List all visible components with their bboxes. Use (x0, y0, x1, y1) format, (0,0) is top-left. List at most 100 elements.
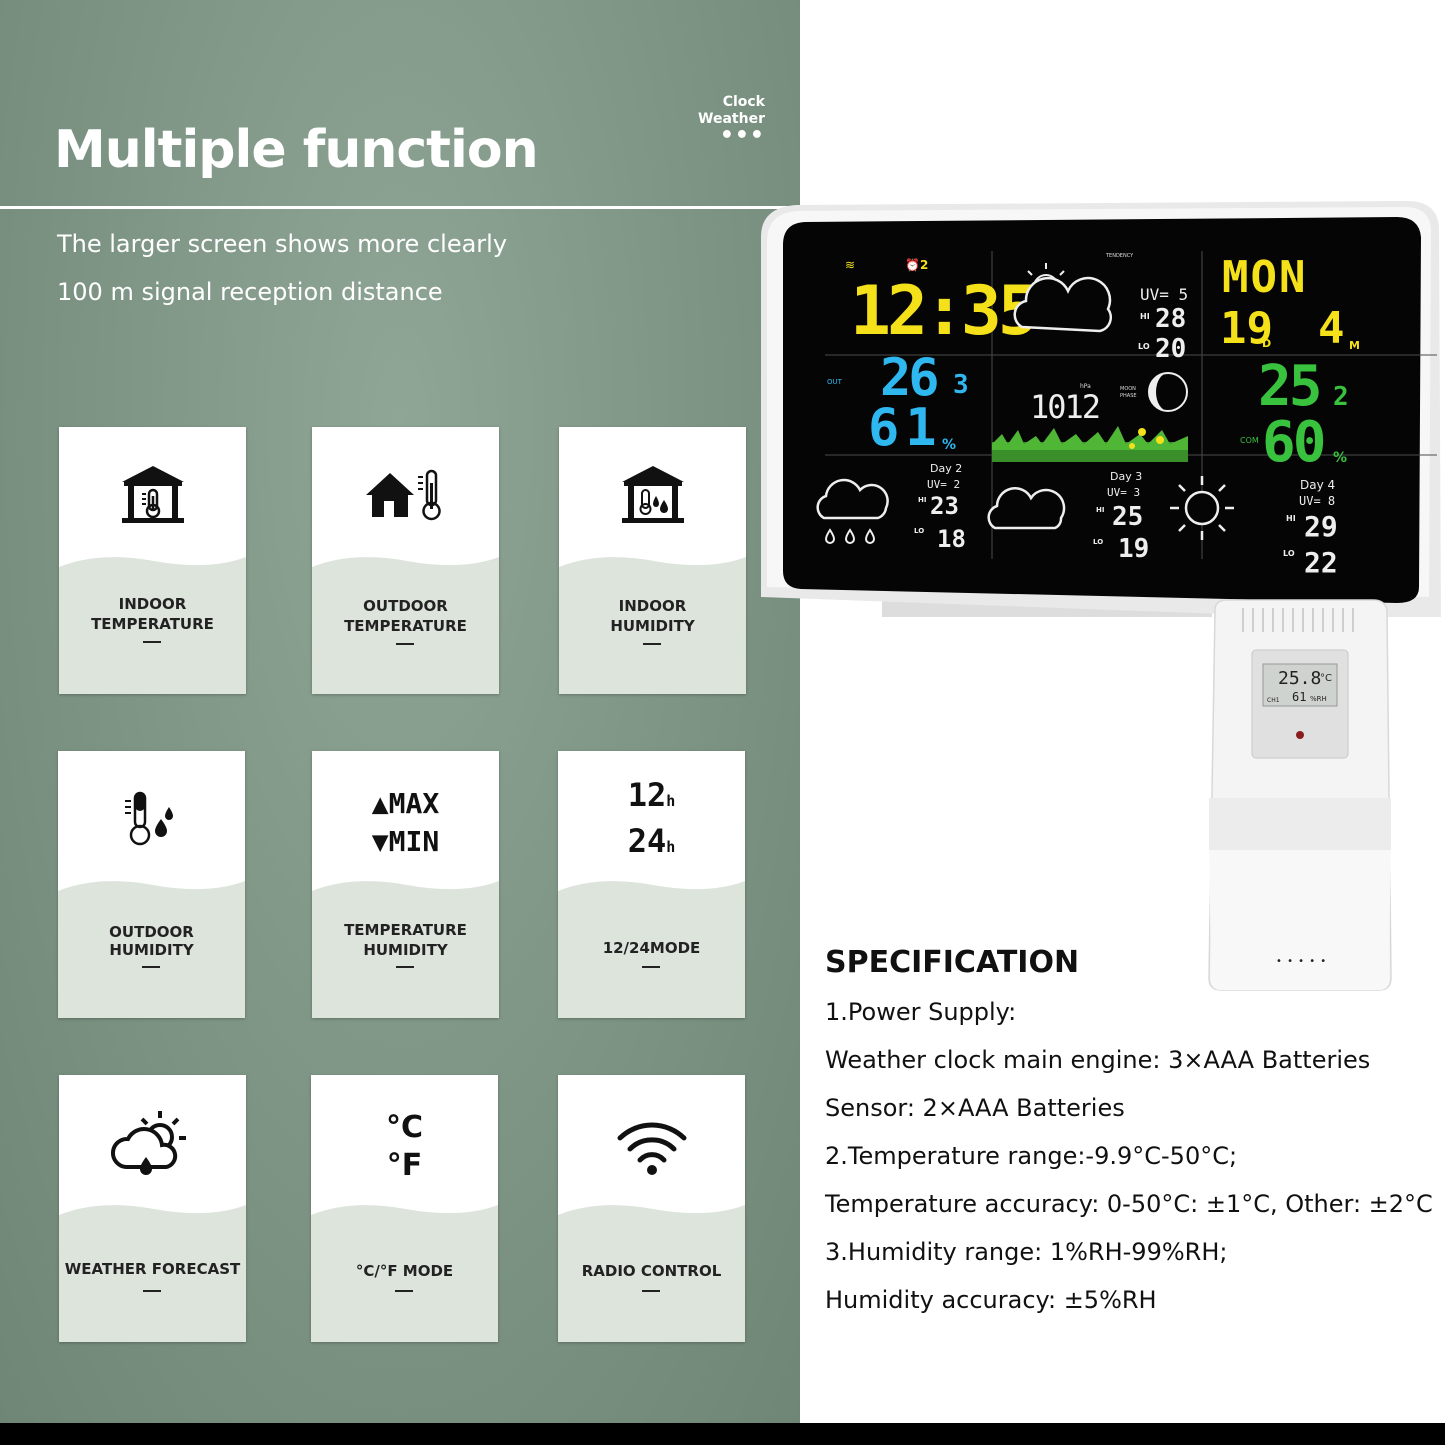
card-label: °C/°F MODE (355, 1262, 454, 1280)
outdoor-humidity: 61 (868, 398, 943, 458)
lo-label: LO (1138, 342, 1150, 351)
day2-hi: 23 (930, 492, 959, 520)
card-label: HUMIDITY (610, 617, 695, 635)
bottom-bar (0, 1423, 1445, 1445)
pressure-value: 1012 (1030, 388, 1101, 426)
day2-lo: 18 (937, 525, 966, 553)
indoor-temperature-decimal: 2 (1333, 382, 1349, 412)
rain-cloud-icon (816, 478, 889, 544)
feature-screen: The larger screen shows more clearly (57, 230, 508, 258)
sensor-temp-unit: °C (1320, 673, 1332, 684)
sensor-temperature: 25.8 (1278, 668, 1322, 689)
tag-clock: Clock (722, 94, 765, 110)
indoor-temperature: 25 (1258, 354, 1322, 419)
outdoor-temperature-decimal: 3 (953, 370, 969, 400)
date-m: M (1349, 339, 1360, 352)
date-d: D (1262, 337, 1272, 350)
card-dash (143, 1290, 161, 1292)
card-indoor-temperature: INDOOR TEMPERATURE (59, 427, 246, 694)
title-divider (0, 206, 800, 209)
card-label: WEATHER FORECAST (64, 1260, 241, 1278)
page-title: Multiple function (54, 120, 539, 180)
card-dash (396, 966, 414, 968)
card-dash (643, 643, 661, 645)
sensor-channel: CH1 (1267, 697, 1280, 704)
day2-hi-label: HI (918, 496, 927, 504)
cloudy-sun-icon (1013, 263, 1113, 333)
day3-hi-label: HI (1096, 506, 1105, 514)
date-month: 4 (1318, 303, 1345, 354)
indoor-humidity: 60 (1262, 410, 1326, 475)
card-label: 12/24MODE (602, 939, 701, 957)
wifi-signal-icon (558, 1105, 745, 1185)
day3-name: Day 3 (1110, 470, 1143, 483)
day4-hi-label: HI (1286, 514, 1296, 523)
clock-time: 12:35 (850, 272, 1039, 351)
hi-label: HI (1140, 312, 1150, 321)
card-label: INDOOR (618, 597, 687, 615)
card-weather-forecast: WEATHER FORECAST (59, 1075, 246, 1342)
hour-mode-icon: 12h 24h (627, 776, 676, 860)
day2-lo-label: LO (914, 527, 925, 535)
outdoor-sensor (1208, 599, 1392, 991)
date-day: 19 (1220, 303, 1273, 354)
min-label: ▼MIN (371, 825, 440, 858)
sun-icon (1170, 476, 1234, 540)
card-label: RADIO CONTROL (581, 1262, 722, 1280)
celsius-fahrenheit-icon: °C °F (385, 1110, 424, 1183)
day4-hi: 29 (1304, 510, 1338, 543)
feature-signal: 100 m signal reception distance (57, 278, 443, 306)
spec-line: Humidity accuracy: ±5%RH (825, 1286, 1157, 1314)
spec-line: 3.Humidity range: 1%RH-99%RH; (825, 1238, 1228, 1266)
card-outdoor-temperature: OUTDOOR TEMPERATURE (312, 427, 499, 694)
card-indoor-humidity: INDOOR HUMIDITY (559, 427, 746, 694)
day2-name: Day 2 (930, 462, 963, 475)
outdoor-temperature: 26 (880, 348, 940, 408)
card-dash (395, 1290, 413, 1292)
outdoor-humidity-icon (58, 781, 245, 861)
card-dash (142, 966, 160, 968)
card-label: INDOOR (118, 595, 187, 613)
card-dash (642, 966, 660, 968)
day4-lo: 22 (1304, 546, 1338, 579)
card-12-24-mode: 12h 24h 12/24MODE (558, 751, 745, 1018)
lo-today: 20 (1155, 334, 1187, 364)
spec-line: 1.Power Supply: (825, 998, 1017, 1026)
card-max-min: ▲MAX ▼MIN TEMPERATURE HUMIDITY (312, 751, 499, 1018)
hi-today: 28 (1155, 304, 1187, 334)
indoor-humidity-unit: % (1333, 450, 1348, 466)
card-label: HUMIDITY (109, 941, 194, 959)
moon-phase-icon (1148, 372, 1188, 412)
grass-illustration (992, 426, 1188, 462)
card-label: HUMIDITY (363, 941, 448, 959)
card-label: TEMPERATURE (91, 615, 214, 633)
card-label: OUTDOOR (363, 597, 448, 615)
card-label: TEMPERATURE (344, 617, 467, 635)
weekday: MON (1222, 252, 1308, 303)
card-dash (143, 641, 161, 643)
card-label: OUTDOOR (109, 923, 194, 941)
card-radio-control: RADIO CONTROL (558, 1075, 745, 1342)
category-tag: Clock Weather ••• (698, 94, 765, 148)
day2-uv: UV= 2 (927, 478, 961, 491)
spec-line: Temperature accuracy: 0-50°C: ±1°C, Othe… (825, 1190, 1433, 1218)
spec-line: Sensor: 2×AAA Batteries (825, 1094, 1125, 1122)
spec-line: 2.Temperature range:-9.9°C-50°C; (825, 1142, 1238, 1170)
tag-weather: Weather (698, 111, 765, 127)
sensor-dots: • • • • • (1276, 956, 1328, 967)
outdoor-house-thermometer-icon (312, 457, 499, 537)
card-label: TEMPERATURE (344, 921, 467, 939)
indoor-humidity-icon (559, 457, 746, 537)
indoor-thermometer-icon (59, 457, 246, 537)
tag-dots: ••• (719, 123, 765, 148)
weather-station-display (761, 201, 1441, 617)
sensor-humidity: 61 (1292, 690, 1307, 704)
card-dash (396, 643, 414, 645)
day3-lo-label: LO (1093, 538, 1104, 546)
moon-phase-label: MOON PHASE (1120, 386, 1137, 399)
day4-lo-label: LO (1283, 549, 1295, 558)
tendency-label: TENDENCY (1106, 253, 1134, 259)
day4-uv: UV= 8 (1299, 494, 1336, 508)
day3-lo: 19 (1118, 534, 1150, 564)
alarm-icon: ⏰2 (905, 258, 929, 272)
